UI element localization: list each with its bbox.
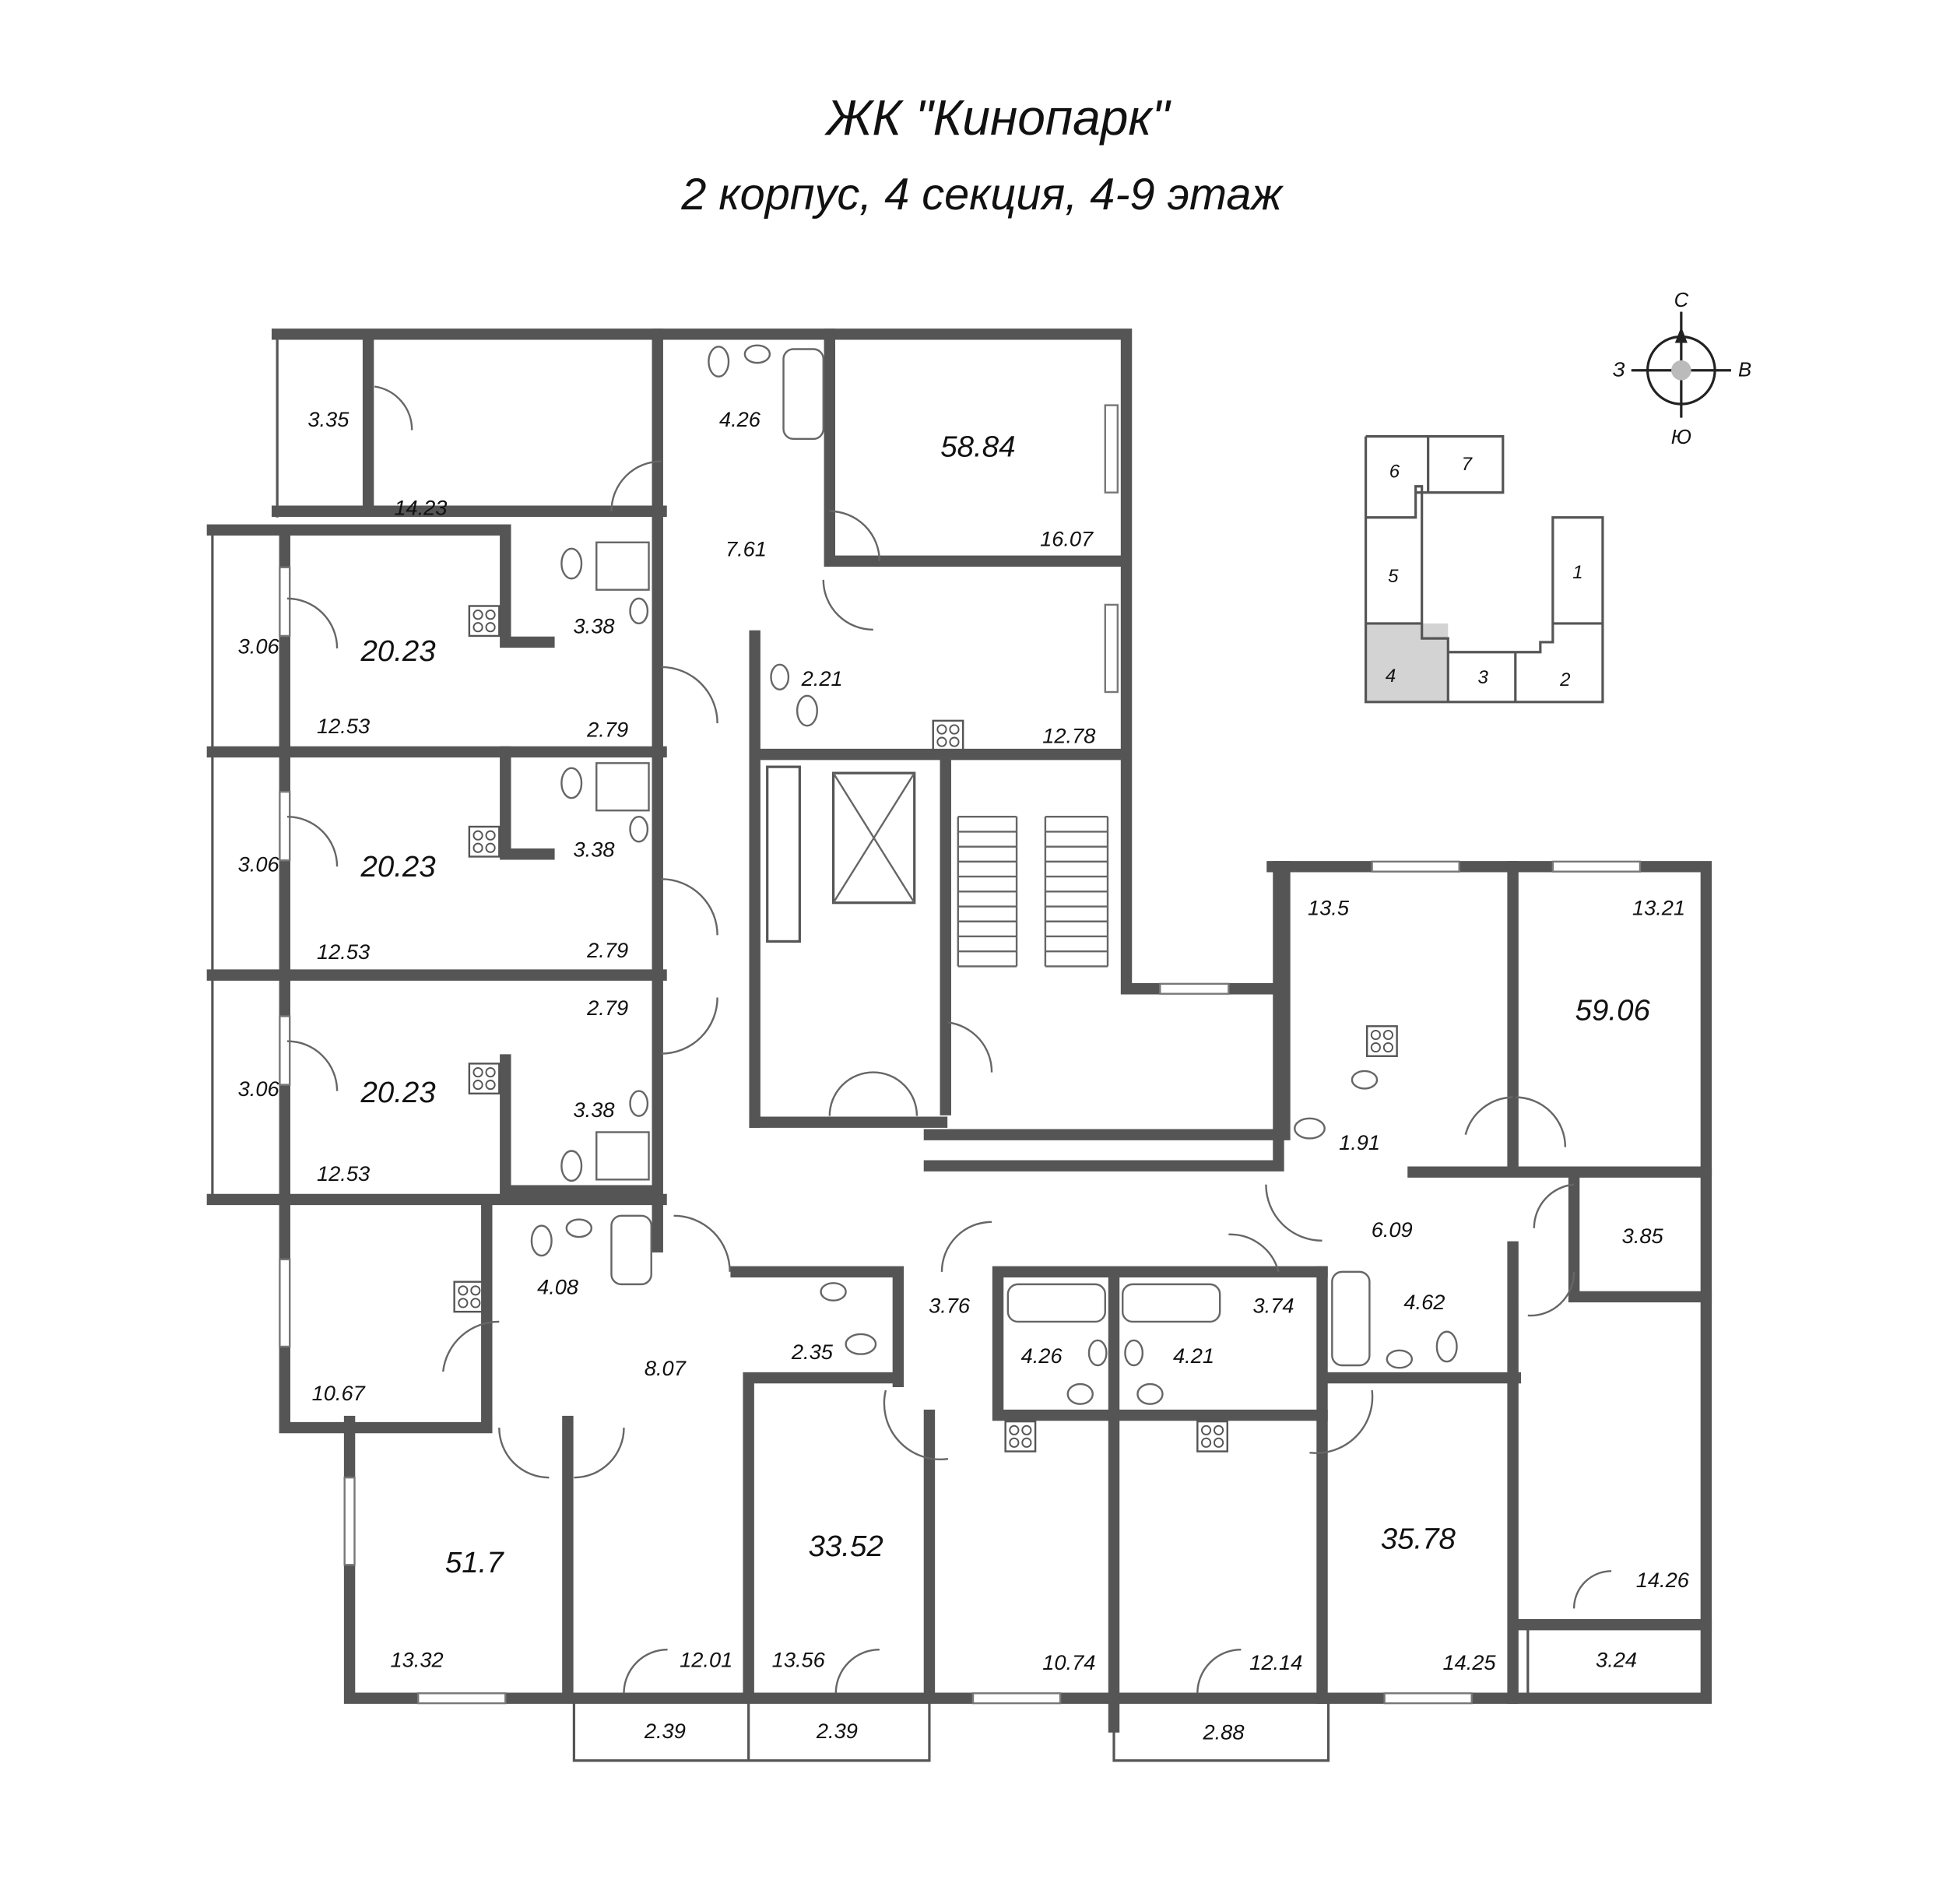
apartment-total-area: 35.78 xyxy=(1381,1522,1456,1555)
room-area-label: 2.39 xyxy=(816,1719,858,1743)
room-area-label: 3.06 xyxy=(238,1077,280,1101)
room-area-label: 3.38 xyxy=(574,1098,615,1122)
room-area-label: 2.35 xyxy=(791,1340,834,1364)
compass-north: С xyxy=(1674,290,1689,311)
stove-icon xyxy=(1196,1420,1228,1453)
stove-icon xyxy=(1004,1420,1037,1453)
room-area-label: 13.32 xyxy=(391,1648,444,1672)
room-area-label: 12.14 xyxy=(1249,1650,1302,1674)
room-area-label: 16.07 xyxy=(1040,527,1094,551)
room-area-label: 2.79 xyxy=(586,718,628,742)
room-area-label: 12.53 xyxy=(317,940,370,964)
room-area-label: 3.24 xyxy=(1596,1648,1637,1672)
room-area-label: 2.39 xyxy=(644,1719,686,1743)
room-area-label: 10.74 xyxy=(1042,1650,1095,1674)
apartment-total-area: 58.84 xyxy=(940,430,1015,463)
room-area-label: 2.21 xyxy=(801,666,843,690)
stove-icon xyxy=(1365,1025,1398,1057)
room-area-label: 13.21 xyxy=(1632,896,1685,920)
room-area-label: 14.26 xyxy=(1636,1568,1690,1592)
key-section-5: 5 xyxy=(1388,566,1399,587)
key-section-4: 4 xyxy=(1386,666,1396,687)
room-area-label: 4.26 xyxy=(719,407,761,431)
compass-east: В xyxy=(1738,360,1751,381)
room-area-label: 3.06 xyxy=(238,852,280,876)
plan-title: ЖК "Кинопарк" xyxy=(824,90,1172,146)
walls xyxy=(206,328,1712,1762)
room-area-label: 12.53 xyxy=(317,1161,370,1186)
room-area-label: 2.79 xyxy=(586,938,628,962)
room-area-label: 12.53 xyxy=(317,714,370,738)
room-area-label: 8.07 xyxy=(645,1356,687,1380)
apartment-total-area: 20.23 xyxy=(360,634,436,668)
apartment-total-area: 51.7 xyxy=(445,1546,504,1579)
stove-icon xyxy=(468,1063,501,1095)
apartment-total-area: 59.06 xyxy=(1575,993,1651,1027)
room-area-label: 10.67 xyxy=(312,1381,366,1405)
room-area-label: 4.21 xyxy=(1173,1344,1214,1368)
room-area-label: 3.06 xyxy=(238,634,280,658)
apartment-total-area: 33.52 xyxy=(809,1530,883,1563)
room-area-label: 4.62 xyxy=(1403,1290,1445,1314)
room-area-label: 3.38 xyxy=(574,837,615,861)
room-area-label: 13.5 xyxy=(1308,896,1350,920)
compass: С В Ю З xyxy=(1613,290,1751,448)
room-labels: 3.35 14.23 4.26 58.84 16.07 7.61 20.23 3.06 3.38… xyxy=(238,407,1690,1744)
key-section-6: 6 xyxy=(1389,462,1400,483)
key-section-2: 2 xyxy=(1559,669,1570,690)
room-area-label: 12.78 xyxy=(1042,724,1095,748)
room-area-label: 7.61 xyxy=(725,536,767,560)
room-area-label: 3.35 xyxy=(307,407,350,431)
key-section-3: 3 xyxy=(1477,667,1488,688)
compass-south: Ю xyxy=(1671,427,1691,448)
room-area-label: 13.56 xyxy=(772,1648,826,1672)
room-area-label: 4.26 xyxy=(1021,1344,1063,1368)
stove-icon xyxy=(468,825,501,858)
apartment-total-area: 20.23 xyxy=(360,850,436,883)
room-area-label: 1.91 xyxy=(1339,1130,1380,1154)
room-area-label: 3.85 xyxy=(1622,1224,1664,1248)
room-area-label: 4.08 xyxy=(537,1275,578,1299)
room-area-label: 2.88 xyxy=(1202,1720,1244,1744)
compass-west: З xyxy=(1613,360,1625,381)
plan-subtitle: 2 корпус, 4 секция, 4-9 этаж xyxy=(680,170,1284,220)
room-area-label: 3.38 xyxy=(574,614,615,638)
room-area-label: 12.01 xyxy=(680,1648,732,1672)
key-section-1: 1 xyxy=(1572,562,1582,583)
stove-icon xyxy=(932,719,964,752)
room-area-label: 2.79 xyxy=(586,996,628,1020)
stove-icon xyxy=(468,605,501,638)
key-plan: 6 7 5 1 4 3 2 xyxy=(1364,435,1604,704)
room-area-label: 3.76 xyxy=(929,1294,971,1318)
apartment-total-area: 20.23 xyxy=(360,1076,436,1109)
room-area-label: 14.23 xyxy=(394,496,447,520)
key-section-7: 7 xyxy=(1462,454,1474,475)
stove-icon xyxy=(453,1280,486,1313)
room-area-label: 3.74 xyxy=(1253,1294,1294,1318)
room-area-label: 14.25 xyxy=(1442,1650,1496,1674)
room-area-label: 6.09 xyxy=(1372,1217,1413,1242)
